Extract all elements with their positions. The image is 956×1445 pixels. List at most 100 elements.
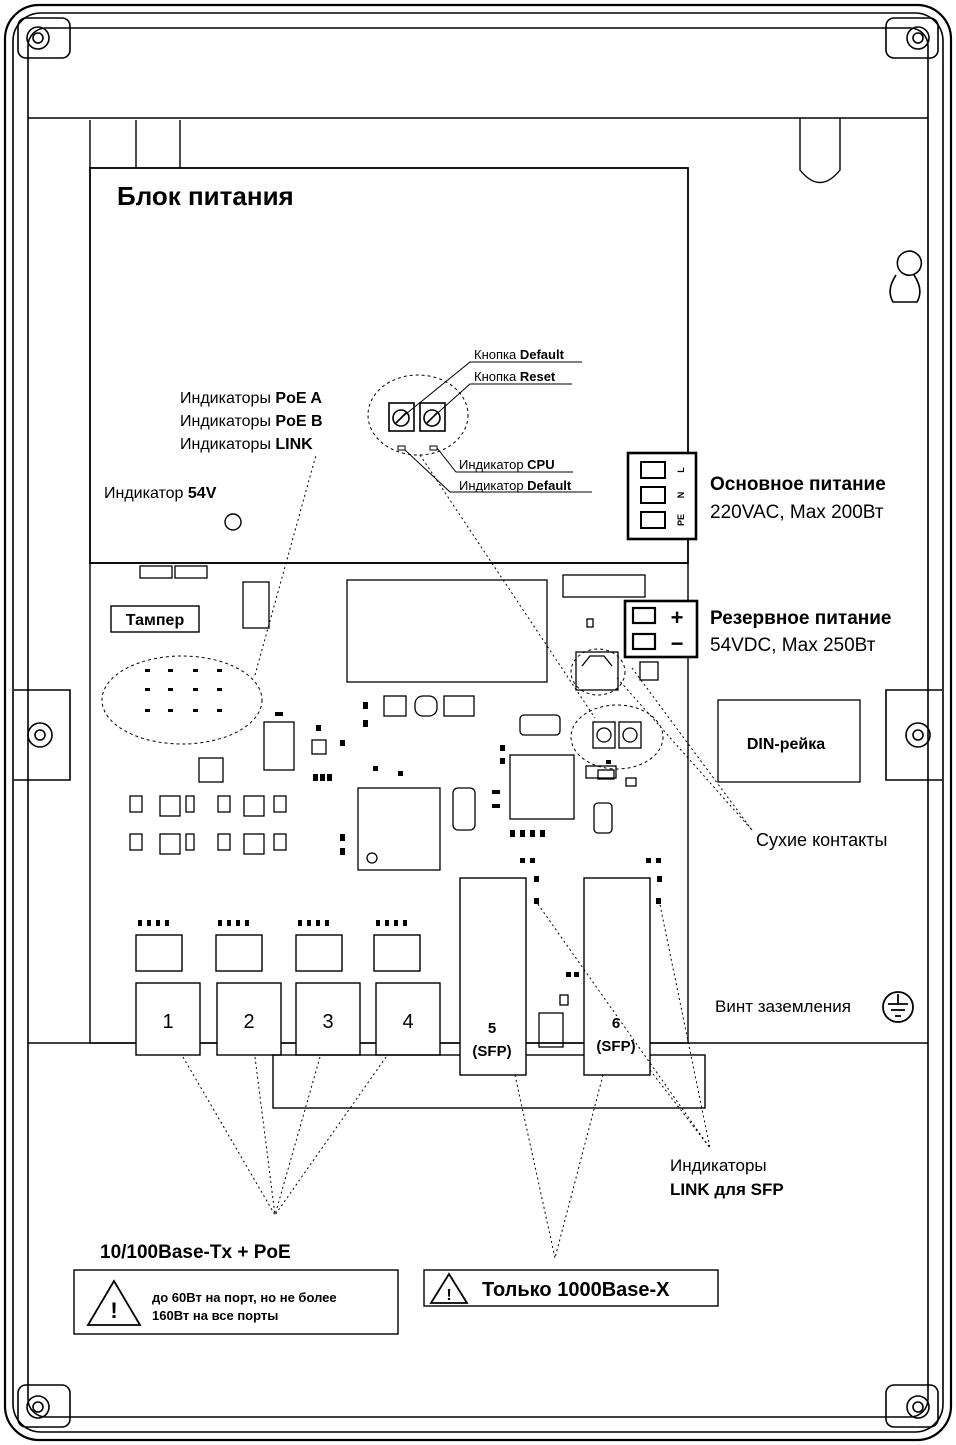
ground-screw-label: Винт заземления (715, 997, 851, 1016)
board-transistor-groups (129, 795, 287, 855)
label-link-prefix: Индикаторы (180, 436, 275, 453)
label-indicator-54v: Индикатор 54V (104, 485, 217, 502)
backup-minus-label: − (671, 631, 684, 656)
sfp-link-leds (520, 858, 662, 977)
label-54v-prefix: Индикатор (104, 485, 188, 502)
indicators-leader (254, 454, 317, 676)
main-power-slots (640, 461, 666, 529)
terminal-l-label: L (676, 467, 686, 473)
rj45-port-4 (375, 982, 441, 1056)
psu-block (89, 167, 689, 564)
label-54v-bold: 54V (188, 485, 217, 502)
sfp-only-box (423, 1269, 719, 1307)
rj45-port-2 (216, 982, 282, 1056)
rj45-top-pins (138, 920, 407, 926)
buttons-callout-ring (367, 374, 469, 456)
label-poe-a: Индикаторы PoE A (180, 390, 322, 407)
main-power-spec: 220VAC, Max 200Вт (710, 502, 884, 523)
backup-plus-label: + (671, 605, 684, 630)
backup-slot-plus (631, 606, 657, 625)
corner-mount-bottom-right (885, 1384, 939, 1428)
backup-power-terminal (623, 599, 699, 659)
main-power-title: Основное питание (710, 474, 886, 495)
sfp-port-6 (583, 877, 651, 1076)
bottom-leader-lines (182, 899, 711, 1259)
dry-contacts-ring (570, 648, 626, 696)
ind-cpu-bold: CPU (527, 457, 554, 472)
rj45-label-3: 3 (322, 1011, 333, 1033)
rj45-port-group (135, 934, 441, 1056)
warning-icon (86, 1279, 142, 1326)
sfp-6-label: (SFP) (596, 1038, 635, 1055)
rj45-label-2: 2 (243, 1011, 254, 1033)
psu-leader-lines (400, 361, 592, 493)
label-indicator-default: Индикатор Default (459, 478, 572, 493)
poe-warning-line1: до 60Вт на порт, но не более (152, 1290, 337, 1305)
board-top-components (139, 565, 659, 683)
backup-power-title: Резервное питание (710, 608, 892, 629)
sfp-5-label: (SFP) (472, 1043, 511, 1060)
rj45-port-1 (135, 982, 201, 1056)
dry-contacts-connector (575, 651, 619, 691)
dry-contacts-label: Сухие контакты (756, 830, 887, 850)
board-buttons-ring (570, 704, 664, 770)
label-button-default: Кнопка Default (474, 347, 565, 362)
label-poe-b-prefix: Индикаторы (180, 413, 275, 430)
sfp-port-5 (459, 877, 527, 1076)
btn-default-bold: Default (520, 347, 565, 362)
sfp-only-label: Только 1000Base-X (482, 1279, 670, 1301)
btn-reset-prefix: Кнопка (474, 369, 520, 384)
btn-reset-bold: Reset (520, 369, 556, 384)
side-mount-left (14, 689, 71, 781)
indicator-leds-matrix (145, 669, 222, 712)
poe-warning-line2: 160Вт на все порты (152, 1308, 278, 1323)
din-rail-label: DIN-рейка (747, 736, 825, 753)
rj45-label-4: 4 (402, 1011, 413, 1033)
keyhole-icon (889, 250, 923, 303)
corner-mount-top-left (17, 17, 71, 59)
warning-icon-sfp (429, 1272, 469, 1304)
rj45-label-1: 1 (162, 1011, 173, 1033)
board-chips (198, 695, 617, 871)
label-poe-a-prefix: Индикаторы (180, 390, 275, 407)
sfp-link-label-line2: LINK для SFP (670, 1180, 784, 1199)
warning-icon-sfp-mark: ! (446, 1287, 451, 1304)
warning-icon-mark: ! (110, 1298, 117, 1323)
corner-mount-top-right (885, 17, 939, 59)
label-button-reset: Кнопка Reset (474, 369, 556, 384)
sfp-5-number: 5 (488, 1020, 496, 1037)
tamper-label: Тампер (126, 612, 185, 629)
side-mount-right (885, 689, 942, 781)
dry-contacts-leaders (419, 454, 753, 831)
poe-warning-box (73, 1269, 399, 1335)
board-buttons (592, 721, 642, 787)
led-cpu (397, 445, 406, 451)
ind-default-bold: Default (527, 478, 572, 493)
main-power-terminal (626, 451, 698, 541)
board-small-pads (275, 702, 611, 855)
psu-title: Блок питания (117, 181, 294, 211)
indicators-callout-ring (101, 655, 263, 745)
backup-slot-minus (631, 632, 657, 651)
poe-ports-title: 10/100Base-Tx + PoE (100, 1242, 291, 1263)
ground-icon (882, 991, 914, 1023)
btn-default-prefix: Кнопка (474, 347, 520, 362)
sfp-link-label-line1: Индикаторы (670, 1156, 767, 1175)
label-poe-b: Индикаторы PoE B (180, 413, 323, 430)
terminal-n-label: N (676, 492, 686, 499)
ind-cpu-prefix: Индикатор (459, 457, 527, 472)
label-link: Индикаторы LINK (180, 436, 313, 453)
led-default (429, 445, 438, 451)
backup-power-spec: 54VDC, Max 250Вт (710, 635, 876, 656)
led-54v (224, 513, 242, 531)
board-misc-lower (538, 994, 569, 1048)
label-link-bold: LINK (275, 436, 313, 453)
label-poe-b-bold: PoE B (275, 413, 322, 430)
sfp-6-number: 6 (612, 1015, 620, 1032)
label-poe-a-bold: PoE A (275, 390, 322, 407)
terminal-pe-label: PE (676, 514, 686, 526)
corner-mount-bottom-left (17, 1384, 71, 1428)
din-rail-box (717, 699, 861, 783)
tamper-box (110, 605, 200, 633)
